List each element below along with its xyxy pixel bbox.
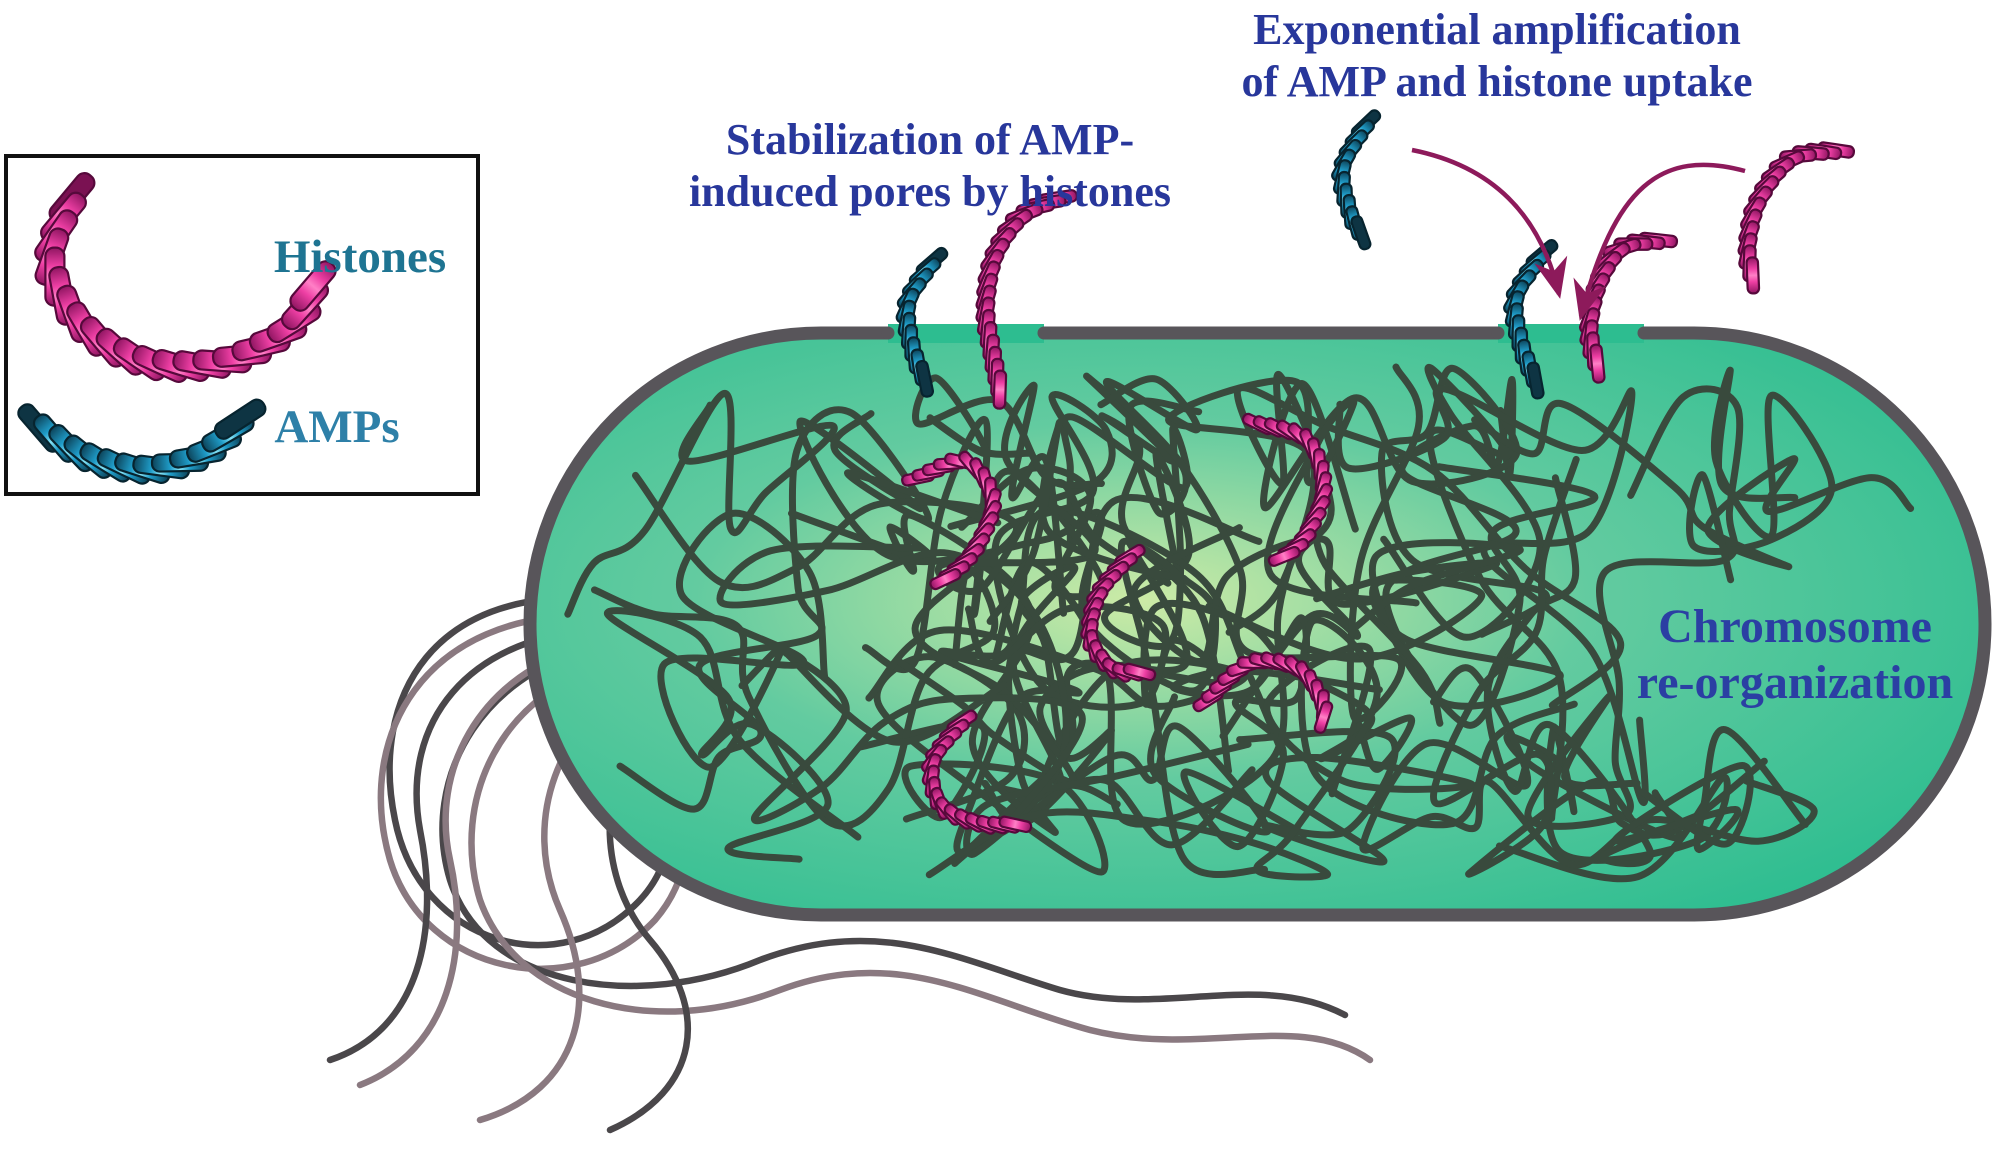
stabilization-text-line2: induced pores by histones	[689, 167, 1171, 216]
amp-uptake-arrow	[1411, 147, 1568, 299]
free-histone-helix	[1737, 141, 1856, 295]
left-pore-amp-helix	[895, 246, 949, 398]
bound-histone-helix-5	[920, 709, 1033, 835]
chromosome-strand	[1165, 376, 1420, 636]
chromosome-strand	[1430, 455, 1768, 878]
chromosome-strand	[1483, 474, 1706, 868]
chromosome-strand	[1205, 539, 1564, 710]
amp-coil	[213, 398, 267, 440]
chromosome-strand	[1334, 385, 1649, 806]
chromosome-strand	[1524, 385, 1744, 830]
histone-coil	[1313, 700, 1334, 734]
chromosome-strand	[788, 493, 1263, 836]
chromosome-strand	[1471, 400, 1915, 571]
chromosome-strand	[564, 389, 838, 618]
chromosome-strand	[912, 374, 1105, 489]
chromosome-strand	[1359, 664, 1818, 869]
legend-box: Histones AMPs	[4, 154, 480, 496]
chromosome-bound-histones	[901, 412, 1334, 835]
flagellum	[468, 656, 1374, 1064]
chromosome-strand	[1686, 366, 1836, 584]
chromosome-tangle	[564, 363, 1915, 883]
bound-histone-helix-4	[1192, 651, 1334, 734]
histone-coil	[1589, 343, 1606, 384]
legend-histones-label: Histones	[274, 231, 446, 283]
left-pore-histone-helix	[975, 189, 1079, 410]
membrane-pore-gaps	[881, 324, 1651, 343]
chromosome-strand	[925, 616, 1578, 881]
histone-coil	[929, 567, 962, 591]
amp-coil	[1526, 361, 1545, 400]
flagellum	[326, 626, 594, 1064]
chromosome-strand	[965, 599, 1416, 773]
legend-amps-label: AMPs	[274, 401, 399, 453]
histone-coil	[1267, 545, 1301, 567]
histone-coil	[1122, 662, 1157, 682]
amp-coil	[915, 359, 935, 398]
chromosome-strand	[604, 607, 862, 863]
chromosome-strand	[1236, 642, 1476, 866]
histone-coil	[998, 815, 1033, 834]
amplification-text-line1: Exponential amplification	[1253, 5, 1741, 54]
histone-coil	[289, 260, 337, 312]
amp-coil	[1350, 215, 1372, 251]
chromosome-strand	[986, 418, 1268, 879]
chromosome-reorganization-label: Chromosome re-organization	[1637, 600, 1953, 709]
amplification-annotation: Exponential amplification of AMP and his…	[1242, 5, 1753, 106]
chromosome-strand	[992, 517, 1444, 828]
stabilization-annotation: Stabilization of AMP- induced pores by h…	[689, 115, 1171, 216]
chromosome-label-line1: Chromosome	[1658, 600, 1932, 653]
histone-uptake-arrow	[1573, 162, 1746, 321]
chromosome-strand	[1059, 413, 1193, 650]
uptake-arrows	[1411, 147, 1746, 321]
chromosome-strand	[657, 509, 828, 771]
chromosome-label-line2: re-organization	[1637, 656, 1953, 709]
legend-histone-ribbon	[34, 172, 337, 383]
flagellum	[356, 646, 579, 1089]
histone-coil	[992, 369, 1008, 410]
chromosome-strand	[1097, 363, 1423, 724]
legend-amp-ribbon	[17, 398, 267, 485]
bound-histone-helix-2	[1080, 543, 1157, 683]
chromosome-strand	[1382, 375, 1598, 729]
histone-coil	[1745, 256, 1761, 295]
stabilization-text-line1: Stabilization of AMP-	[726, 115, 1134, 164]
chromosome-strand	[632, 471, 1078, 787]
bound-histone-helix-1	[901, 450, 1003, 591]
chromosome-strand	[751, 649, 1086, 831]
legend-helices	[17, 172, 337, 485]
amplification-text-line2: of AMP and histone uptake	[1242, 57, 1753, 106]
free-amp-helix	[1331, 109, 1382, 251]
chromosome-strand	[1611, 726, 1809, 854]
bound-histone-helix-3	[1241, 412, 1334, 567]
